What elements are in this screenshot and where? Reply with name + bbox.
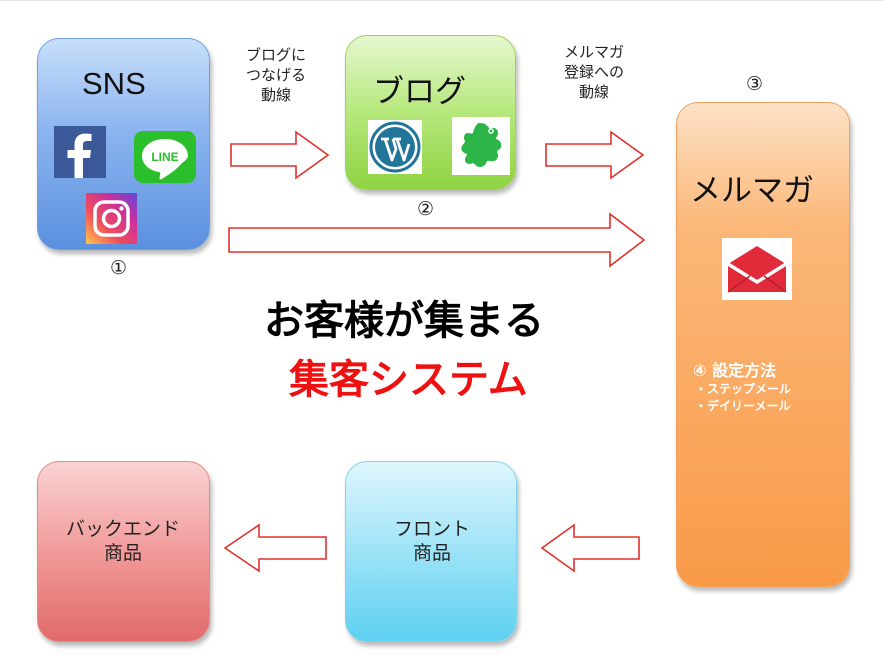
settings-title: ④ 設定方法 [693, 361, 777, 380]
blog-title: ブログ [373, 74, 466, 110]
blog-number: ② [417, 198, 435, 220]
ameba-icon [452, 117, 510, 175]
mailmag-number: ③ [746, 73, 764, 95]
settings-panel: ④ 設定方法 ・ステップメール ・デイリーメール [693, 357, 791, 415]
mailmag-arrow-note: メルマガ 登録への 動線 [563, 43, 624, 101]
svg-text:LINE: LINE [151, 150, 178, 164]
blog-arrow-note: ブログに つなげる 動線 [245, 46, 306, 104]
front-product-label: フロント 商品 [393, 518, 470, 564]
facebook-icon [54, 126, 106, 178]
arrow-blog-to-mailmag [545, 130, 645, 180]
line-icon: LINE [134, 131, 196, 183]
top-divider [0, 0, 884, 1]
arrow-sns-to-mailmag [228, 212, 646, 268]
backend-product-label: バックエンド 商品 [65, 518, 180, 564]
settings-item-step: ・ステップメール [695, 382, 792, 396]
mailmag-box [676, 102, 850, 587]
settings-item-daily: ・デイリーメール [695, 399, 791, 413]
arrow-mailmag-to-front [540, 523, 640, 573]
backend-product-box [37, 461, 210, 642]
instagram-icon [86, 193, 137, 244]
mail-icon [722, 238, 792, 300]
headline-line1: お客様が集まる [264, 298, 544, 344]
headline-line2: 集客システム [289, 357, 528, 403]
arrow-front-to-backend [223, 523, 327, 573]
sns-title: SNS [82, 66, 146, 101]
mailmag-title: メルマガ [690, 173, 814, 209]
wordpress-icon [368, 120, 422, 174]
sns-number: ① [110, 257, 128, 279]
front-product-box [345, 461, 517, 642]
arrow-sns-to-blog [230, 130, 330, 180]
